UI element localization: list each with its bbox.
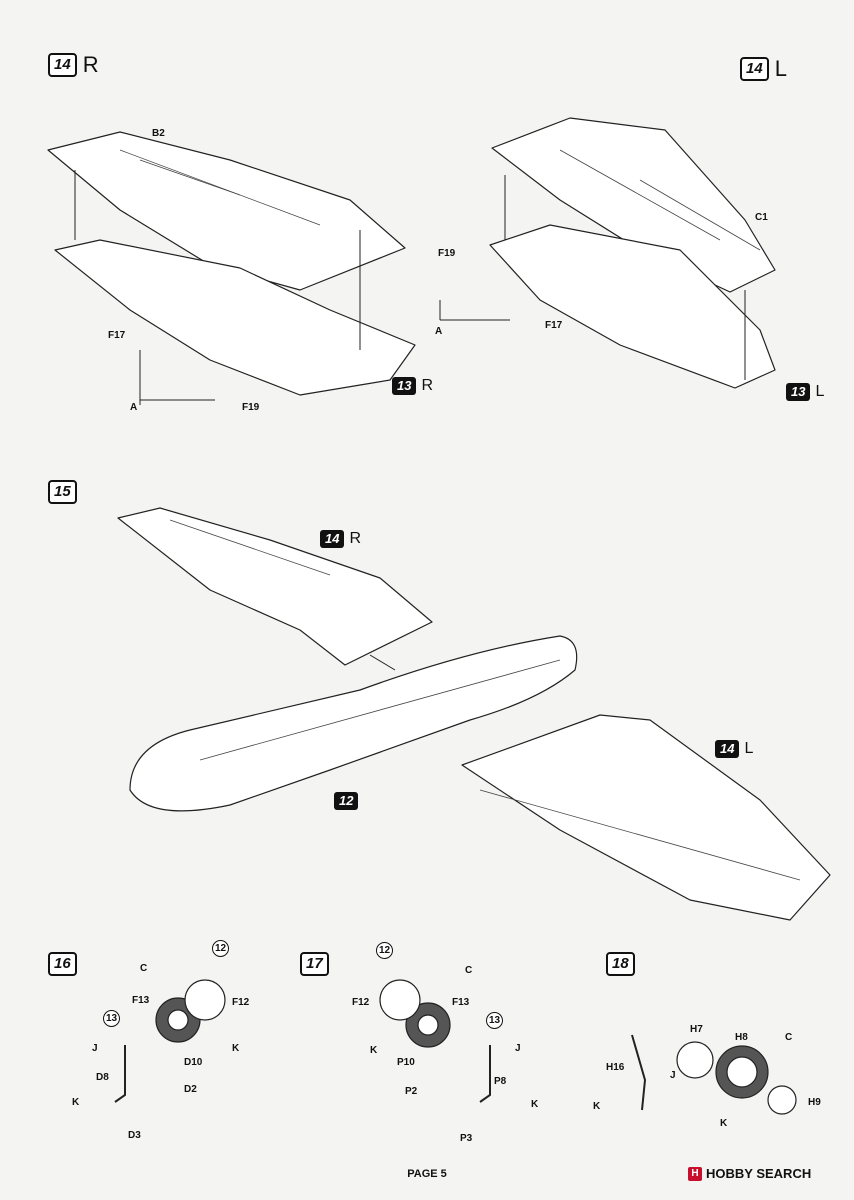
- part-label: J: [670, 1070, 676, 1081]
- part-label: K: [531, 1099, 539, 1110]
- part-label: P8: [494, 1076, 507, 1087]
- step-number: 14: [740, 57, 769, 81]
- step-17: 17: [300, 952, 329, 976]
- step-number: 17: [300, 952, 329, 976]
- part-label: C: [465, 965, 473, 976]
- part-label: H8: [735, 1032, 748, 1043]
- step-number: 15: [48, 480, 77, 504]
- wheel-16-hub: [184, 979, 226, 1021]
- fuselage: [129, 635, 578, 812]
- wheel-17-hub: [379, 979, 421, 1021]
- part-label: C: [785, 1032, 793, 1043]
- step-side: L: [774, 56, 787, 81]
- part-label: J: [92, 1043, 98, 1054]
- hobby-search-logo-icon: H: [688, 1166, 702, 1181]
- ref-circle: 12: [212, 940, 229, 957]
- part-label: P10: [397, 1057, 415, 1068]
- part-label: P2: [405, 1086, 418, 1097]
- wing-lower-right: [54, 239, 416, 396]
- ref-number: 14: [320, 530, 345, 548]
- part-label: D3: [128, 1130, 141, 1141]
- part-label: A: [130, 402, 138, 413]
- part-label: B2: [152, 128, 165, 139]
- wheel-18-h9: [767, 1085, 797, 1115]
- wing-upper-right: [47, 131, 406, 291]
- part-label: H9: [808, 1097, 821, 1108]
- part-label: C: [140, 963, 148, 974]
- page-number: PAGE 5: [407, 1168, 447, 1180]
- ref-12: 12: [334, 792, 359, 810]
- part-label: F19: [438, 248, 456, 259]
- step-number: 18: [606, 952, 635, 976]
- part-label: D2: [184, 1084, 197, 1095]
- wing-upper-left: [491, 117, 776, 293]
- part-label: D10: [184, 1057, 203, 1068]
- part-label: F12: [232, 997, 250, 1008]
- part-label: F19: [242, 402, 260, 413]
- part-label: F17: [545, 320, 563, 331]
- ref-13-left: 13 L: [786, 383, 824, 401]
- part-label: J: [515, 1043, 521, 1054]
- part-label: F13: [452, 997, 470, 1008]
- watermark-text: HOBBY SEARCH: [706, 1166, 812, 1181]
- ref-number: 13: [786, 383, 811, 401]
- part-label: K: [370, 1045, 378, 1056]
- part-label: H16: [606, 1062, 625, 1073]
- part-label: F13: [132, 995, 150, 1006]
- ref-side: L: [744, 740, 754, 757]
- ref-side: R: [421, 377, 434, 394]
- step-16: 16: [48, 952, 77, 976]
- step-18: 18: [606, 952, 635, 976]
- step-number: 16: [48, 952, 77, 976]
- ref-number: 13: [392, 377, 417, 395]
- step-number: 14: [48, 53, 77, 77]
- watermark: H HOBBY SEARCH: [688, 1166, 811, 1181]
- part-label: K: [593, 1101, 601, 1112]
- ref-side: L: [815, 383, 825, 400]
- step-15: 15: [48, 480, 77, 504]
- ref-side: R: [349, 530, 362, 547]
- part-label: P3: [460, 1133, 473, 1144]
- ref-circle: 12: [376, 942, 393, 959]
- wing-lower-left: [489, 224, 776, 389]
- part-label: D8: [96, 1072, 109, 1083]
- part-label: H7: [690, 1024, 703, 1035]
- part-label: K: [720, 1118, 728, 1129]
- ref-circle: 13: [103, 1010, 120, 1027]
- step-14-right: 14 R: [48, 52, 99, 78]
- step-side: R: [82, 52, 99, 77]
- ref-13-right: 13 R: [392, 377, 433, 395]
- part-label: A: [435, 326, 443, 337]
- part-label: K: [232, 1043, 240, 1054]
- part-label: C1: [755, 212, 768, 223]
- ref-number: 14: [715, 740, 740, 758]
- part-label: F17: [108, 330, 126, 341]
- wing-right-step15: [117, 507, 433, 666]
- step-14-left: 14 L: [740, 56, 787, 82]
- part-label: K: [72, 1097, 80, 1108]
- wheel-18-hub: [676, 1041, 714, 1079]
- ref-number: 12: [334, 792, 359, 810]
- wing-left-step15: [461, 714, 831, 921]
- ref-14-right: 14 R: [320, 530, 361, 548]
- ref-circle: 13: [486, 1012, 503, 1029]
- part-label: F12: [352, 997, 370, 1008]
- ref-14-left: 14 L: [715, 740, 753, 758]
